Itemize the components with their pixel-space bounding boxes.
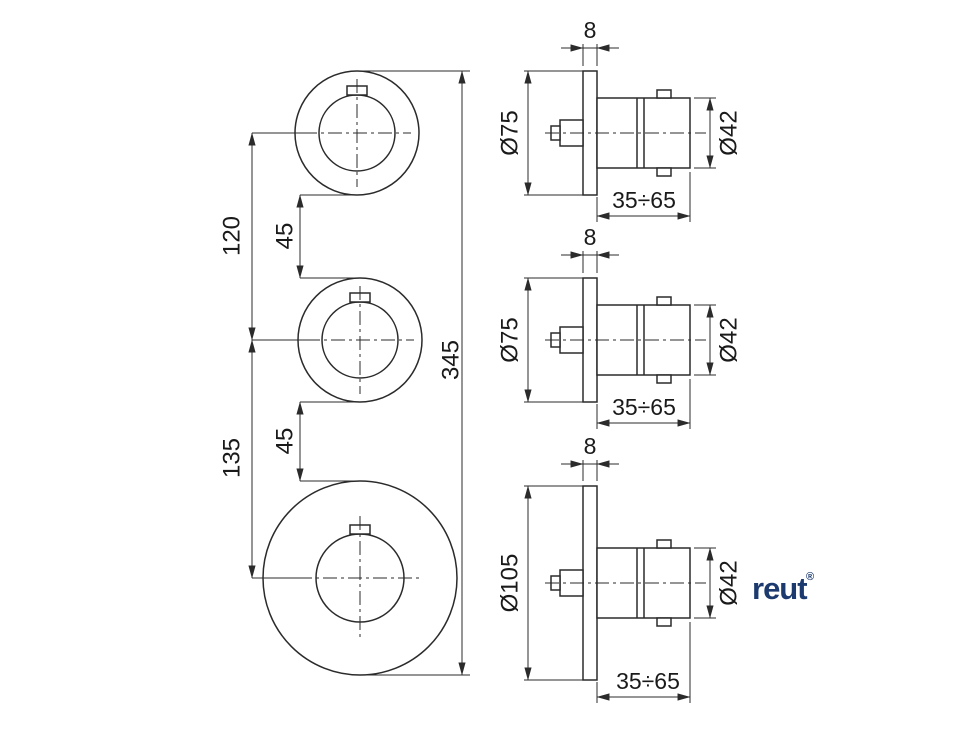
side-bottom-body-tab-bottom: [656, 617, 672, 627]
side-middle-body-tab-top: [656, 296, 672, 306]
side-bottom-dim-depth: 35÷65: [596, 622, 691, 703]
side-middle-dim-8-label: 8: [584, 224, 597, 250]
dim-center-spacing: 120 135: [218, 132, 310, 579]
side-middle-dia42-label: Ø42: [715, 317, 742, 362]
side-middle-dim-depth: 35÷65: [596, 379, 691, 429]
side-view-middle: 8 Ø75 Ø42 35÷65: [496, 224, 742, 429]
side-bottom-depth-label: 35÷65: [616, 668, 680, 694]
side-top-dim-plate-diameter: Ø75: [496, 70, 583, 196]
side-middle-depth-label: 35÷65: [612, 394, 676, 420]
side-top-dim-body-diameter: Ø42: [694, 97, 742, 169]
side-bottom-dim-plate-diameter: Ø105: [496, 485, 583, 681]
side-middle-dia75-label: Ø75: [496, 317, 523, 362]
side-middle-body-tab-bottom: [656, 374, 672, 384]
brand-logo-registered-mark: ®: [806, 571, 814, 583]
dim-45-top-label: 45: [271, 223, 298, 250]
side-bottom-dia105-label: Ø105: [496, 554, 523, 613]
dim-345-label: 345: [437, 340, 464, 380]
dim-overall-height: 345: [358, 70, 470, 676]
side-top-depth-label: 35÷65: [612, 187, 676, 213]
side-view-bottom: 8 Ø105 Ø42 35÷65: [496, 433, 742, 703]
side-bottom-dia42-label: Ø42: [715, 560, 742, 605]
dim-120-label: 120: [218, 216, 245, 256]
brand-logo: reut ®: [752, 571, 814, 606]
knob-top: [294, 70, 420, 196]
side-top-dim-8-label: 8: [584, 17, 597, 43]
side-top-body-tab-top: [656, 89, 672, 99]
knob-middle: [297, 277, 423, 403]
side-top-dia42-label: Ø42: [715, 110, 742, 155]
side-bottom-body-tab-top: [656, 539, 672, 549]
front-view: 120 135 45 45 345: [218, 70, 470, 676]
dim-45-bottom-label: 45: [271, 428, 298, 455]
side-bottom-dim-8-label: 8: [584, 433, 597, 459]
dim-edge-gaps: 45 45: [271, 194, 361, 482]
side-middle-dim-plate-diameter: Ø75: [496, 277, 583, 403]
side-view-top: 8 Ø75 Ø42 35÷65: [496, 17, 742, 222]
side-top-dim-depth: 35÷65: [596, 172, 691, 222]
side-bottom-dim-body-diameter: Ø42: [694, 547, 742, 619]
side-top-dia75-label: Ø75: [496, 110, 523, 155]
side-bottom-dim-thickness: 8: [561, 433, 619, 481]
side-middle-dim-body-diameter: Ø42: [694, 304, 742, 376]
dim-135-label: 135: [218, 438, 245, 478]
side-top-dim-thickness: 8: [561, 17, 619, 66]
side-middle-dim-thickness: 8: [561, 224, 619, 273]
brand-logo-text: reut: [752, 571, 807, 606]
side-top-body-tab-bottom: [656, 167, 672, 177]
